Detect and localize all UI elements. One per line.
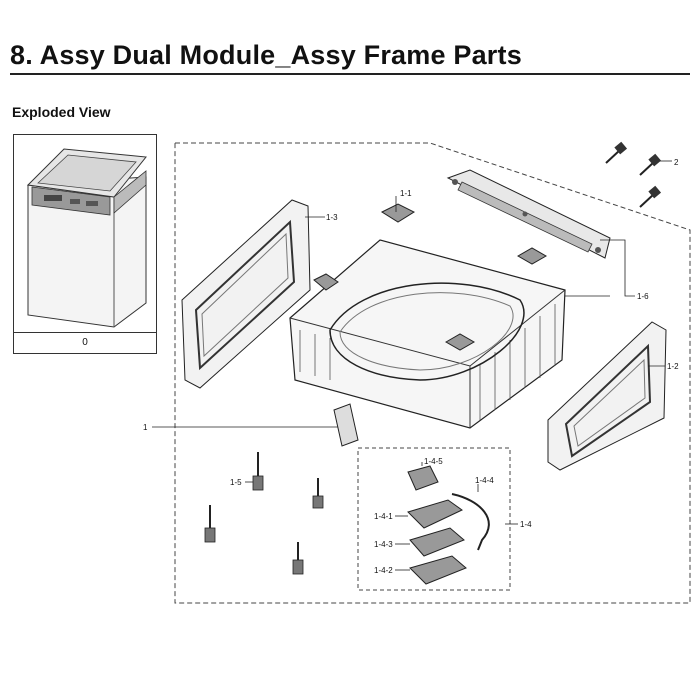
- callout-1-4: 1-4: [520, 520, 532, 529]
- leader-lines: [152, 160, 672, 571]
- callout-1-4-5: 1-4-5: [424, 457, 443, 466]
- callout-1-4-1: 1-4-1: [374, 512, 393, 521]
- screw-set-part: [605, 141, 662, 208]
- base-frame-part: [289, 239, 566, 429]
- section-subtitle: Exploded View: [12, 104, 111, 120]
- product-thumbnail-box: 0: [13, 134, 157, 354]
- callout-1-4-3: 1-4-3: [374, 540, 393, 549]
- rear-bracket-part: [446, 169, 611, 259]
- callout-1: 1: [143, 423, 148, 432]
- callout-2: 2: [674, 158, 679, 167]
- front-bracket-part: [333, 403, 359, 447]
- callout-1-4-4: 1-4-4: [475, 476, 494, 485]
- washer-thumbnail-drawing: [26, 148, 147, 328]
- leveling-feet-parts: [204, 452, 324, 575]
- thumbnail-label: 0: [14, 332, 156, 353]
- page-title: 8. Assy Dual Module_Assy Frame Parts: [10, 40, 522, 70]
- right-side-panel-part: [547, 321, 667, 471]
- callout-1-6: 1-6: [637, 292, 649, 301]
- mount-parts: [313, 203, 548, 351]
- callout-1-4-2: 1-4-2: [374, 566, 393, 575]
- callout-1-3: 1-3: [326, 213, 338, 222]
- assembly-boundary: [174, 142, 691, 604]
- callout-1-2: 1-2: [667, 362, 679, 371]
- subassembly-1-4-parts: [407, 465, 490, 585]
- left-side-panel-part: [181, 199, 311, 389]
- callout-1-5: 1-5: [230, 478, 242, 487]
- title-underline: [10, 73, 690, 75]
- callout-1-1: 1-1: [400, 189, 412, 198]
